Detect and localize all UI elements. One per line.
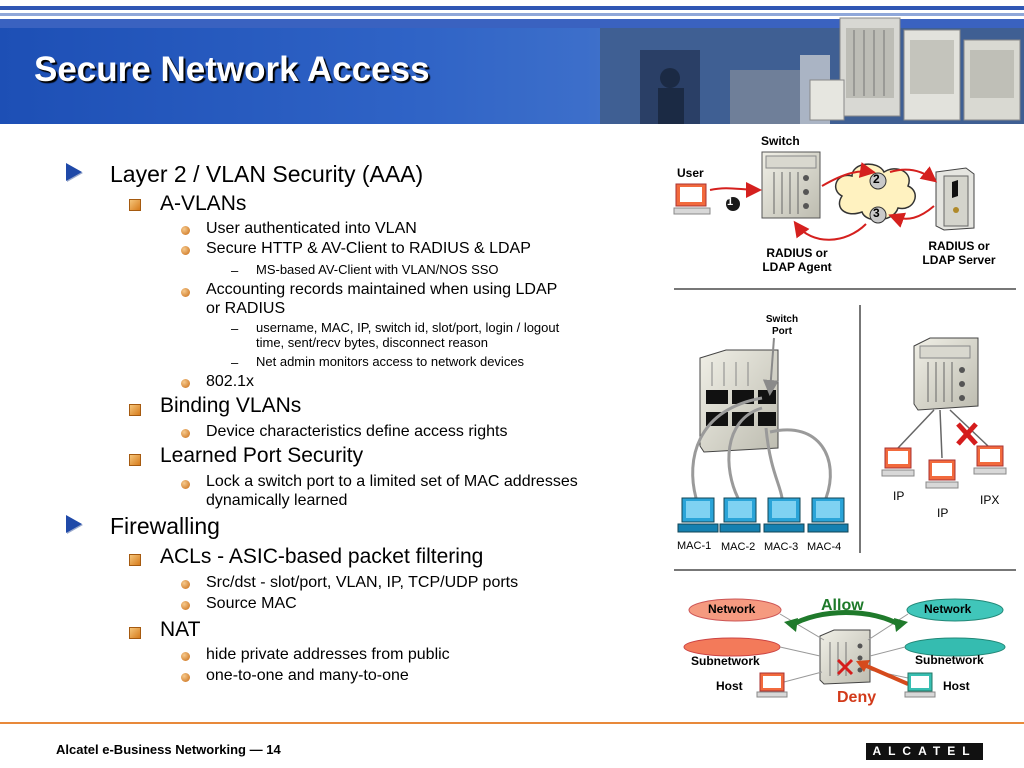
bullet-square-icon (129, 199, 141, 211)
bullet-l3: Accounting records maintained when using… (206, 281, 558, 298)
bullet-l3: Source MAC (206, 595, 297, 612)
label-ip-2: IP (937, 506, 949, 520)
bullet-dot-icon (181, 226, 190, 235)
host-computer-left (756, 672, 788, 698)
label-user: User (677, 166, 704, 180)
bullet-triangle-icon (66, 515, 82, 533)
bullet-dot-icon (181, 246, 190, 255)
bullet-l3: 802.1x (206, 373, 255, 390)
bullet-square-icon (129, 554, 141, 566)
bullet-l4: username, MAC, IP, switch id, slot/port,… (256, 320, 560, 335)
bullet-dot-icon (181, 601, 190, 610)
bullet-l3-cont: or RADIUS (206, 300, 286, 317)
label-deny: Deny (837, 689, 877, 706)
bullet-triangle-icon (66, 163, 82, 181)
label-allow: Allow (821, 597, 864, 614)
bullet-l4: MS-based AV-Client with VLAN/NOS SSO (256, 262, 499, 277)
switch-chassis-icon-2 (913, 337, 979, 411)
alcatel-logo: ALCATEL (866, 743, 983, 760)
header-photo (600, 10, 1024, 124)
bullet-l3: one-to-one and many-to-one (206, 667, 409, 684)
firewall-switch-icon (819, 629, 871, 685)
mac-computers (677, 497, 849, 533)
label-switch: Switch (761, 134, 800, 148)
bullet-dash: – (231, 355, 239, 370)
step-3-badge: 3 (873, 206, 880, 220)
footer-text: Alcatel e-Business Networking — 14 (56, 742, 281, 757)
step-2-badge: 2 (873, 172, 880, 186)
bullet-dash: – (231, 263, 239, 278)
switch-chassis-icon (761, 151, 821, 219)
bullet-dot-icon (181, 288, 190, 297)
user-computer-icon (673, 183, 711, 215)
label-mac-4: MAC-4 (807, 541, 842, 553)
page-title: Secure Network Access (34, 50, 430, 89)
deny-x-icon (956, 422, 978, 446)
label-host-left: Host (716, 679, 743, 693)
bullet-l2: Binding VLANs (160, 394, 302, 417)
bullet-l4: Net admin monitors access to network dev… (256, 354, 525, 369)
bullet-l2: ACLs - ASIC-based packet filtering (160, 545, 484, 568)
bullet-dot-icon (181, 580, 190, 589)
bullet-square-icon (129, 627, 141, 639)
bullet-l3: Device characteristics define access rig… (206, 423, 508, 440)
bullet-dot-icon (181, 673, 190, 682)
bullet-l3: Src/dst - slot/port, VLAN, IP, TCP/UDP p… (206, 574, 519, 591)
server-icon (935, 167, 975, 231)
label-ipx: IPX (980, 493, 1000, 507)
ip-computers (881, 445, 1007, 489)
bullet-l1: Layer 2 / VLAN Security (AAA) (110, 161, 424, 187)
bullet-dot-icon (181, 429, 190, 438)
bullet-l2: NAT (160, 618, 201, 641)
host-computer-right (904, 672, 936, 698)
label-mac-2: MAC-2 (721, 541, 756, 553)
bullet-l2: A-VLANs (160, 192, 247, 215)
bullet-square-icon (129, 404, 141, 416)
step-1-badge: 1 (727, 196, 734, 208)
label-host-right: Host (943, 679, 970, 693)
bullet-l3-cont: dynamically learned (206, 492, 348, 509)
cloud-icon (834, 163, 916, 221)
bullet-l4-cont: time, sent/recv bytes, disconnect reason (256, 335, 488, 350)
bullet-dash: – (231, 321, 239, 336)
label-mac-3: MAC-3 (764, 541, 799, 553)
bullet-l1: Firewalling (110, 513, 220, 539)
bullet-l3: Secure HTTP & AV-Client to RADIUS & LDAP (206, 240, 531, 257)
label-network-left: Network (708, 602, 756, 616)
label-ip-1: IP (893, 489, 905, 503)
label-subnet-left: Subnetwork (691, 654, 760, 668)
label-network-right: Network (924, 602, 972, 616)
bullet-square-icon (129, 454, 141, 466)
bullet-dot-icon (181, 480, 190, 489)
bullet-l3: User authenticated into VLAN (206, 220, 417, 237)
bullet-l3: hide private addresses from public (206, 646, 450, 663)
bullet-dot-icon (181, 379, 190, 388)
bullet-dot-icon (181, 652, 190, 661)
label-mac-1: MAC-1 (677, 540, 712, 552)
footer-divider (0, 722, 1024, 724)
bullet-l2: Learned Port Security (160, 444, 364, 467)
deny-arrow-icon (836, 658, 909, 686)
label-subnet-right: Subnetwork (915, 653, 984, 667)
bullet-l3: Lock a switch port to a limited set of M… (206, 473, 578, 490)
